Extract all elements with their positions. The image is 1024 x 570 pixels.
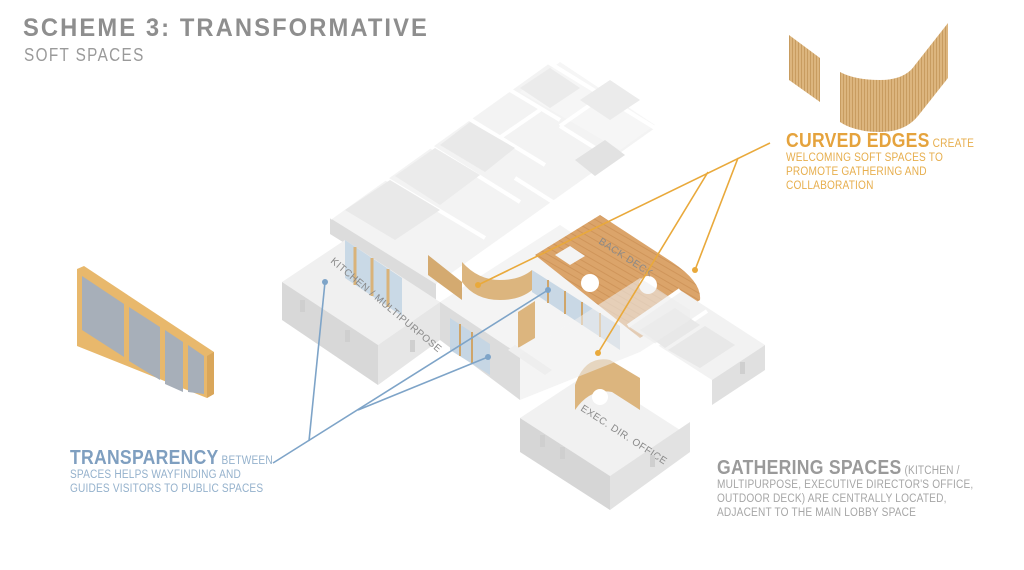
- callout-curved-edges-lead: CURVED EDGES: [786, 130, 930, 152]
- callout-curved-edges-line: COLLABORATION: [786, 180, 874, 192]
- callout-curved-edges: CURVED EDGES CREATE WELCOMING SOFT SPACE…: [786, 131, 975, 193]
- callout-transparency-lead: TRANSPARENCY: [70, 447, 219, 469]
- callout-gathering-line: MULTIPURPOSE, EXECUTIVE DIRECTOR'S OFFIC…: [717, 479, 974, 491]
- glass-window-wall-graphic: [77, 266, 214, 398]
- building-model: BACK DECK EXEC. DIR. OFFICE KITCHEN / MU…: [282, 60, 765, 510]
- curved-edges-leader-dots: [475, 267, 698, 356]
- callout-gathering-text: (KITCHEN /: [901, 465, 960, 477]
- callout-transparency-line: SPACES HELPS WAYFINDING AND: [70, 469, 242, 481]
- callout-curved-edges-line: WELCOMING SOFT SPACES TO: [786, 152, 943, 164]
- callout-gathering-line: OUTDOOR DECK) ARE CENTRALLY LOCATED,: [717, 493, 947, 505]
- callout-curved-edges-line: PROMOTE GATHERING AND: [786, 166, 927, 178]
- transparency-leader-dots: [322, 279, 551, 360]
- page-subtitle: SOFT SPACES: [24, 45, 145, 65]
- transparency-leader-lines: [272, 281, 549, 464]
- callout-gathering-line: ADJACENT TO THE MAIN LOBBY SPACE: [717, 507, 917, 519]
- callout-gathering-spaces: GATHERING SPACES (KITCHEN / MULTIPURPOSE…: [717, 458, 974, 520]
- page-title: SCHEME 3: TRANSFORMATIVE: [23, 14, 429, 42]
- callout-curved-edges-text: CREATE: [929, 138, 975, 150]
- callout-gathering-lead: GATHERING SPACES: [717, 457, 902, 479]
- callout-transparency: TRANSPARENCY BETWEEN SPACES HELPS WAYFIN…: [70, 448, 273, 496]
- callout-transparency-text: BETWEEN: [218, 455, 273, 467]
- callout-transparency-line: GUIDES VISITORS TO PUBLIC SPACES: [70, 483, 264, 495]
- curved-edges-leader-lines: [477, 142, 771, 354]
- curved-wood-slat-wall-icon: [789, 23, 948, 132]
